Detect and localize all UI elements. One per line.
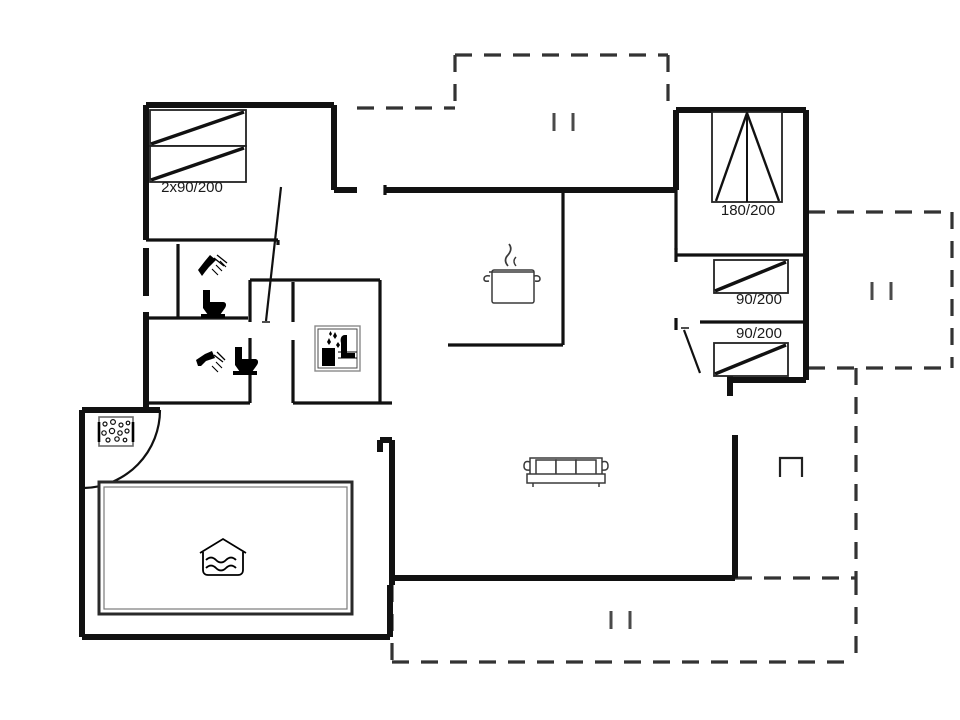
whirlpool-icon — [97, 416, 135, 447]
terrace-mark-east — [870, 282, 893, 300]
bed-left-lower — [149, 145, 247, 183]
bed-right-single-upper — [713, 259, 789, 294]
terrace-mark-south — [609, 611, 632, 629]
bed-label-right-s1: 90/200 — [736, 291, 782, 308]
terrace-east — [808, 210, 954, 370]
bed-left-upper — [149, 109, 247, 147]
toilet-icon-2 — [233, 347, 259, 375]
pool-water-icon — [199, 537, 247, 576]
shower-icon-2 — [196, 351, 226, 373]
cooking-pot-icon — [483, 243, 541, 304]
bed-label-left: 2x90/200 — [161, 179, 223, 196]
door-swing-right-bedroom — [681, 327, 702, 374]
bed-label-right-s2: 90/200 — [736, 325, 782, 342]
bed-right-single-lower — [713, 342, 789, 377]
bed-label-right-double: 180/200 — [721, 202, 775, 219]
terrace-mark-north — [552, 113, 575, 131]
terrace-north — [357, 53, 670, 110]
shower-icon — [198, 254, 228, 276]
pool-room — [97, 480, 354, 616]
bed-right-double — [711, 111, 783, 203]
toilet-icon — [201, 290, 227, 318]
terrace-south — [390, 368, 858, 664]
door-swing-bedroom-left — [262, 186, 283, 323]
fireplace-icon — [778, 456, 804, 477]
sauna-icon — [314, 325, 361, 372]
sofa-icon — [523, 457, 609, 487]
